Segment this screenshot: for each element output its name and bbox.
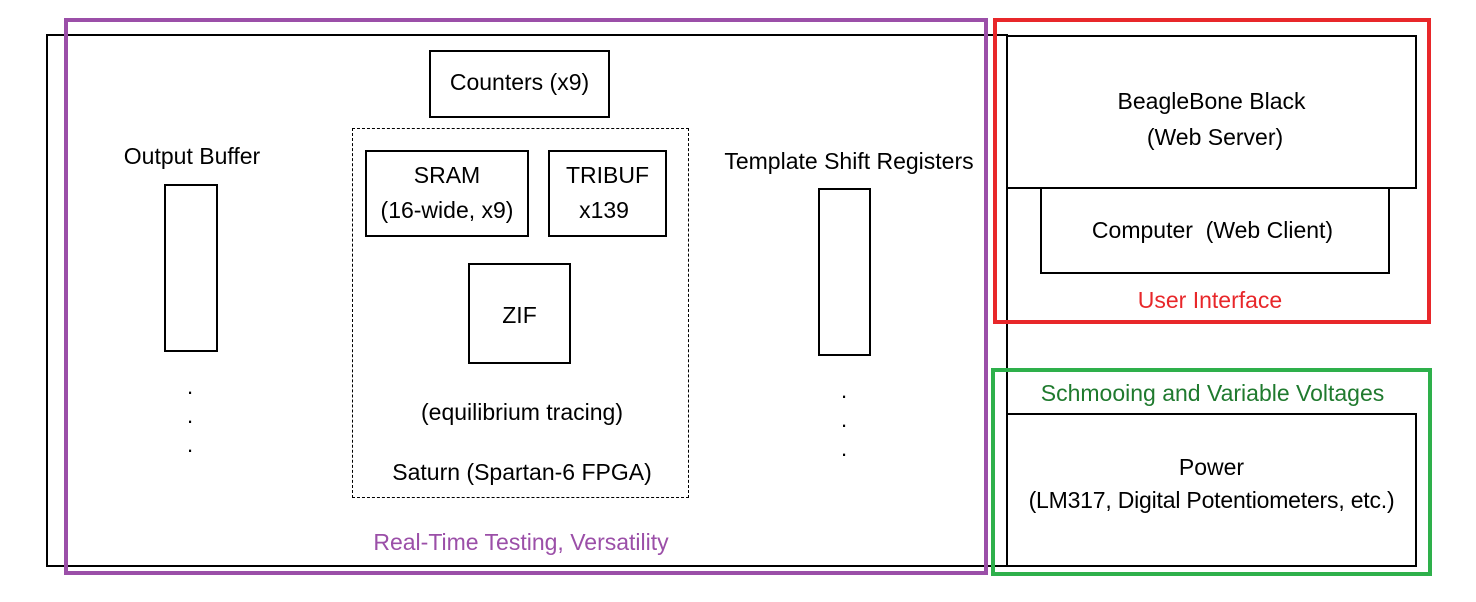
realtime-group-border — [64, 18, 988, 575]
power-box — [1006, 413, 1417, 567]
realtime-group-label: Real-Time Testing, Versatility — [373, 529, 669, 555]
counters-label: Counters (x9) — [449, 69, 590, 95]
template-shift-registers-label: Template Shift Registers — [724, 148, 974, 174]
power-label-line1: Power — [1178, 454, 1245, 480]
sram-label-line1: SRAM — [413, 162, 481, 188]
tribuf-label-line2: x139 — [579, 197, 629, 223]
beaglebone-black-box — [1006, 35, 1417, 189]
template-shift-registers-box — [818, 188, 871, 356]
template-registers-ellipsis: ... — [840, 378, 848, 461]
schmooing-group-label: Schmooing and Variable Voltages — [1040, 380, 1385, 406]
output-buffer-ellipsis: ... — [186, 374, 194, 457]
beaglebone-label-line2: (Web Server) — [1146, 124, 1284, 150]
saturn-fpga-label: Saturn (Spartan-6 FPGA) — [392, 459, 652, 485]
user-interface-group-label: User Interface — [1137, 287, 1283, 313]
schmooing-group-border — [991, 368, 1432, 576]
saturn-fpga-region — [352, 128, 689, 498]
tribuf-label-line1: TRIBUF — [565, 162, 650, 188]
sram-box — [365, 150, 529, 237]
beaglebone-label-line1: BeagleBone Black — [1117, 88, 1306, 114]
equilibrium-tracing-label: (equilibrium tracing) — [421, 399, 623, 425]
zif-socket-box — [468, 263, 571, 364]
computer-label: Computer (Web Client) — [1091, 217, 1334, 243]
system-outer-box — [46, 34, 1008, 567]
power-label-line2: (LM317, Digital Potentiometers, etc.) — [1028, 487, 1395, 513]
output-buffer-box — [164, 184, 218, 352]
tribuf-box — [548, 150, 667, 237]
sram-label-line2: (16-wide, x9) — [380, 197, 514, 223]
counters-box — [429, 50, 610, 118]
output-buffer-label: Output Buffer — [123, 143, 261, 169]
zif-label: ZIF — [502, 302, 537, 328]
user-interface-group-border — [993, 18, 1431, 324]
